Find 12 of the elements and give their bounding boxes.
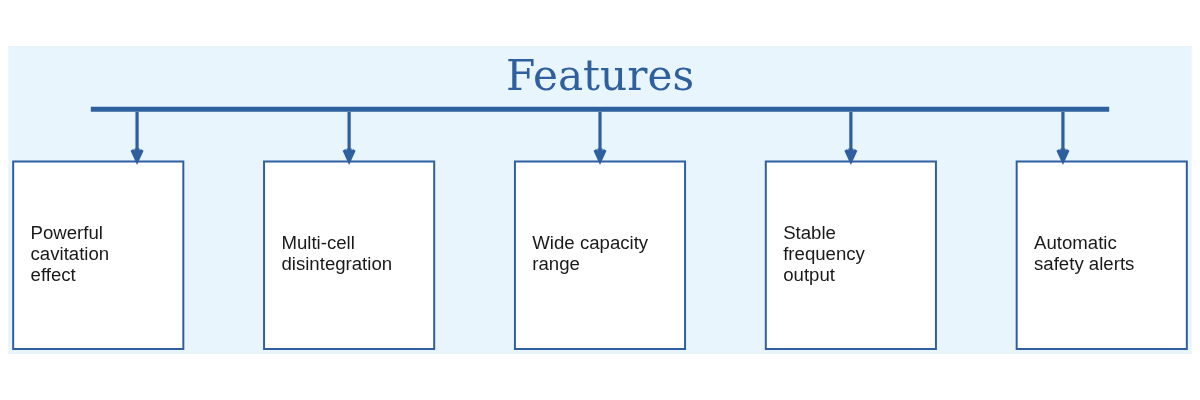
diagram-title: Features [505,50,695,100]
arrow [342,111,356,163]
arrow [130,111,144,163]
arrow [593,111,607,163]
node-box: Powerful cavitation effect [12,160,185,351]
node-box: Wide capacity range [513,160,687,351]
node-box: Multi-cell disintegration [263,160,436,351]
arrow [1056,111,1070,163]
arrow [844,111,858,163]
node-bar [90,106,1110,112]
node-box: Stable frequency output [764,160,937,351]
node-box: Automatic safety alerts [1015,160,1188,351]
